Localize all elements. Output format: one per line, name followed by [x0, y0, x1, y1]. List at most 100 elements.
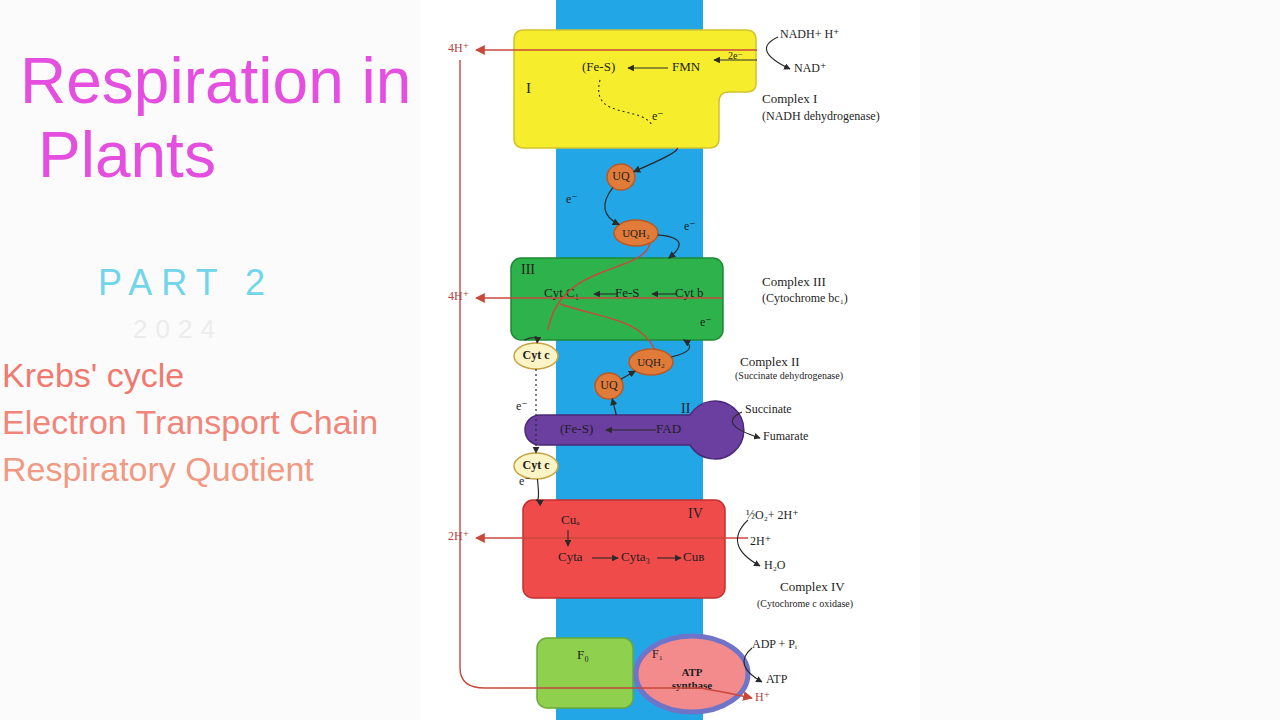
- ubiquinone-circle-outline: [595, 373, 623, 399]
- node-text: Cyta₃: [621, 550, 650, 565]
- topic-label: Electron Transport Chain: [2, 403, 378, 442]
- atp-synthase-outline: [636, 636, 748, 712]
- node-text: Fe-S: [615, 286, 640, 301]
- node-text: UQH₂: [629, 349, 673, 375]
- node-text: F₁: [652, 648, 663, 662]
- part-label: PART 2: [98, 262, 274, 303]
- proton-arrow: [476, 297, 722, 298]
- proton-return-line: [460, 60, 752, 698]
- node-text: (NADH dehydrogenase): [762, 110, 880, 124]
- q-cycle-line: [560, 304, 655, 350]
- title: Respiration in Plants: [10, 44, 448, 192]
- node-text: III: [521, 262, 535, 278]
- atp-synthase: F₁ATP synthase: [636, 636, 748, 712]
- electron-flow-arrow: [634, 148, 678, 172]
- electron-label: e⁻: [516, 400, 528, 414]
- node-text: Cyta: [558, 550, 583, 565]
- electron-flow-arrow: [525, 338, 538, 343]
- node-text: Cyt c: [514, 343, 558, 369]
- internal-arrow: [594, 293, 618, 294]
- electron-label: e⁻: [700, 316, 712, 330]
- node-text: II: [681, 401, 690, 417]
- node-text: (Fe-S): [582, 60, 615, 75]
- node-text: UQ: [595, 373, 623, 399]
- internal-arrow: [652, 293, 676, 294]
- node-text: (Fe-S): [560, 422, 593, 437]
- proton-label: 2H⁺: [750, 535, 771, 549]
- reaction-arrow: [766, 37, 790, 69]
- proton-label: 4H⁺: [448, 42, 469, 56]
- electron-path: [599, 80, 652, 125]
- complex-box: IIICyt C₁Fe-SCyt bComplex III(Cytochrome…: [511, 258, 723, 340]
- product-label: ATP: [766, 673, 787, 687]
- substrate-label: Succinate: [745, 403, 792, 417]
- electron-label: e⁻: [684, 220, 696, 234]
- f0-subunit-outline: [537, 638, 633, 708]
- internal-arrow: [592, 557, 618, 558]
- product-label: NAD⁺: [794, 62, 826, 76]
- topic-label: Respiratory Quotient: [2, 450, 314, 489]
- electron-label: e⁻: [566, 193, 578, 207]
- node-text: (Cytochrome bc₁): [762, 292, 848, 306]
- electron-flow-arrow: [535, 369, 536, 453]
- node-text: Complex III: [762, 275, 826, 290]
- complex-box: I(Fe-S)FMN2e⁻Complex I(NADH dehydrogenas…: [514, 30, 756, 148]
- proton-label: H⁺: [755, 691, 770, 705]
- ubiquinone-circle: UQ: [607, 164, 635, 190]
- ubiquinone-circle-outline: [607, 164, 635, 190]
- substrate-label: ADP + Pᵢ: [752, 638, 797, 652]
- proton-arrow: [476, 537, 748, 538]
- ubiquinol-circle-outline: [614, 220, 658, 246]
- q-cycle-line: [548, 244, 650, 330]
- electron-flow-arrow: [536, 479, 538, 500]
- node-text: Complex IV: [780, 580, 845, 595]
- ubiquinone-circle: UQ: [595, 373, 623, 399]
- node-text: Cuʙ: [683, 550, 704, 565]
- internal-arrow: [567, 530, 568, 546]
- ubiquinol-circle: UQH₂: [614, 220, 658, 246]
- node-text: FAD: [656, 422, 681, 437]
- electron-label: e⁻: [652, 110, 664, 124]
- node-text: Complex II: [740, 355, 800, 370]
- watermark: 2024: [133, 315, 223, 345]
- node-text: Complex I: [762, 92, 817, 107]
- ubiquinol-circle-outline: [629, 349, 673, 375]
- node-text: UQ: [607, 164, 635, 190]
- node-text: Cyt b: [675, 286, 704, 301]
- electron-flow-arrow: [671, 340, 689, 357]
- proton-label: 2H⁺: [448, 530, 469, 544]
- internal-arrow: [606, 429, 656, 430]
- proton-label: 4H⁺: [448, 290, 469, 304]
- reaction-arrow: [744, 648, 762, 682]
- internal-arrow: [628, 67, 668, 68]
- node-text: UQH₂: [614, 220, 658, 246]
- electron-flow-arrow: [605, 188, 619, 225]
- node-shape: [514, 30, 756, 148]
- f0-subunit: F₀: [537, 638, 633, 708]
- cytochrome-c-oval-outline: [514, 343, 558, 369]
- electron-flow-arrow: [612, 399, 616, 415]
- product-label: H₂O: [764, 559, 786, 573]
- complex-box-outline: [511, 258, 723, 340]
- node-text: FMN: [672, 60, 700, 75]
- node-text: (Succinate dehydrogenase): [735, 370, 843, 382]
- complex-box-outline: [525, 401, 744, 459]
- node-text: 2e⁻: [728, 50, 743, 62]
- proton-arrow: [476, 49, 757, 50]
- product-label: Fumarate: [763, 430, 808, 444]
- internal-arrow: [714, 59, 757, 60]
- complex-box-outline: [523, 500, 725, 598]
- electron-flow-arrow: [658, 235, 679, 258]
- ubiquinol-circle: UQH₂: [629, 349, 673, 375]
- cytochrome-c-oval: Cyt c: [514, 343, 558, 369]
- complex-box: IVCuₐCytaCyta₃CuʙComplex IV(Cytochrome c…: [523, 500, 725, 598]
- complex-box-outline: [514, 30, 756, 148]
- node-shape: [525, 415, 715, 445]
- topic-label: Krebs' cycle: [2, 356, 184, 395]
- complex-box: II(Fe-S)FADComplex II(Succinate dehydrog…: [525, 415, 715, 445]
- node-text: I: [526, 80, 531, 97]
- node-text: Cyt C₁: [544, 286, 579, 301]
- node-text: Cuₐ: [561, 513, 580, 528]
